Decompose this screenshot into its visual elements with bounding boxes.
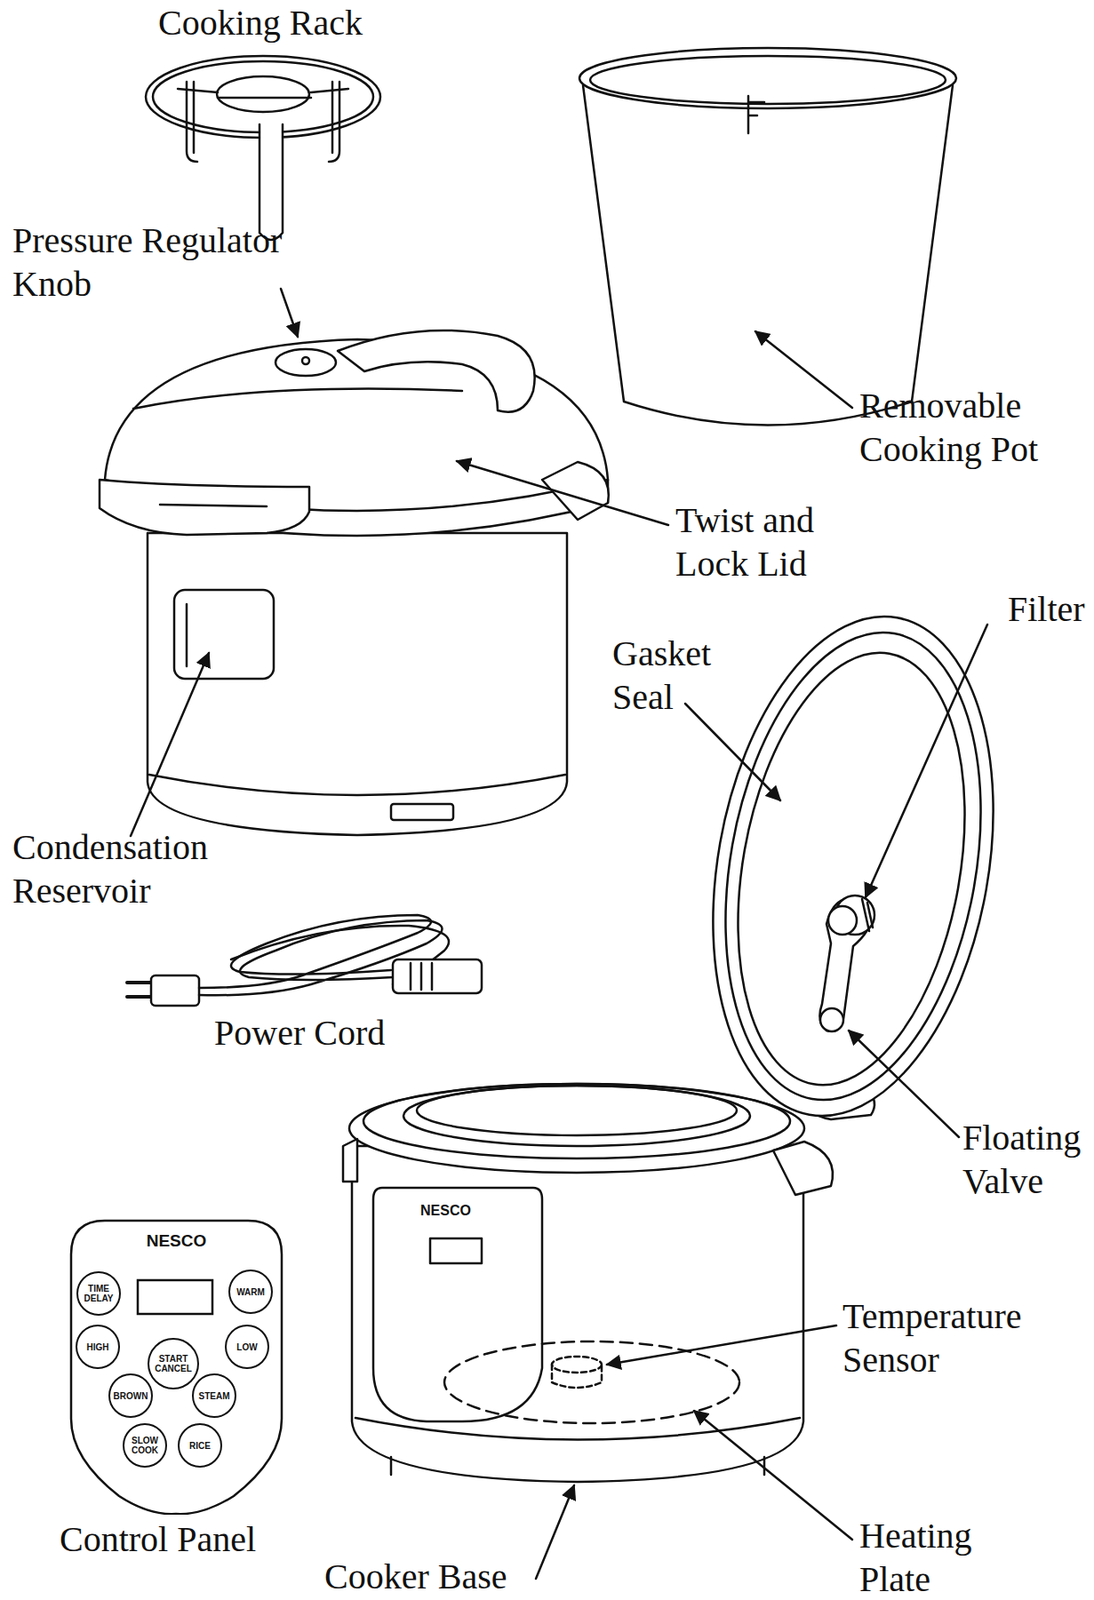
power-cord <box>127 915 482 1007</box>
open-cooker <box>343 1084 833 1483</box>
button-text: STEAM <box>199 1391 231 1402</box>
button-label: TIME DELAY <box>80 1284 117 1304</box>
control-button: START CANCEL <box>147 1338 200 1390</box>
button-label: HIGH <box>87 1342 110 1353</box>
cooking-pot <box>579 47 957 426</box>
part-label: Floating Valve <box>962 1116 1094 1204</box>
control-button: BROWN <box>108 1373 153 1419</box>
button-label: WARM <box>236 1287 265 1298</box>
cooking-rack <box>145 55 381 240</box>
part-label: Heating Plate <box>859 1514 1011 1600</box>
part-label: Gasket Seal <box>612 631 746 719</box>
control-button: STEAM <box>191 1373 237 1419</box>
part-label: Filter <box>1007 587 1086 631</box>
button-label: START CANCEL <box>151 1354 195 1374</box>
part-label: Power Cord <box>214 1011 385 1055</box>
open-lid <box>676 594 1031 1139</box>
part-label: Control Panel <box>59 1517 256 1562</box>
closed-cooker <box>99 330 609 836</box>
control-button: SLOW COOK <box>122 1423 168 1469</box>
control-button: WARM <box>228 1269 273 1315</box>
button-text: START CANCEL <box>151 1354 195 1374</box>
part-label: Cooker Base <box>324 1555 508 1599</box>
button-text: HIGH <box>87 1342 110 1353</box>
part-label: Temperature Sensor <box>842 1294 1065 1382</box>
button-text: TIME DELAY <box>80 1284 117 1304</box>
button-text: LOW <box>236 1342 257 1353</box>
button-label: SLOW COOK <box>127 1436 163 1456</box>
button-text: SLOW COOK <box>127 1436 163 1456</box>
display-window <box>137 1280 213 1315</box>
button-label: BROWN <box>113 1391 149 1402</box>
brand-name: NESCO <box>69 1231 284 1252</box>
control-button: RICE <box>177 1423 223 1469</box>
part-label: Removable Cooking Pot <box>859 383 1073 472</box>
control-panel-display <box>137 1280 213 1315</box>
control-panel: NESCO TIME DELAY WARM HIGH START CANCEL LOW BR… <box>69 1219 284 1516</box>
part-label: Pressure Regulator Knob <box>12 218 288 306</box>
button-label: STEAM <box>199 1391 231 1402</box>
part-label: NESCO <box>420 1203 472 1220</box>
part-label: Cooking Rack <box>158 0 363 45</box>
part-label: Condensation Reservoir <box>12 825 253 913</box>
button-text: WARM <box>236 1287 265 1298</box>
part-label: Twist and Lock Lid <box>675 498 863 586</box>
control-button: HIGH <box>75 1325 120 1370</box>
button-text: RICE <box>189 1441 211 1452</box>
button-label: RICE <box>189 1441 211 1452</box>
control-button: TIME DELAY <box>76 1271 121 1317</box>
button-label: LOW <box>236 1342 257 1353</box>
panel-shape <box>71 1221 282 1515</box>
control-button: LOW <box>224 1325 270 1370</box>
button-text: BROWN <box>113 1391 149 1402</box>
